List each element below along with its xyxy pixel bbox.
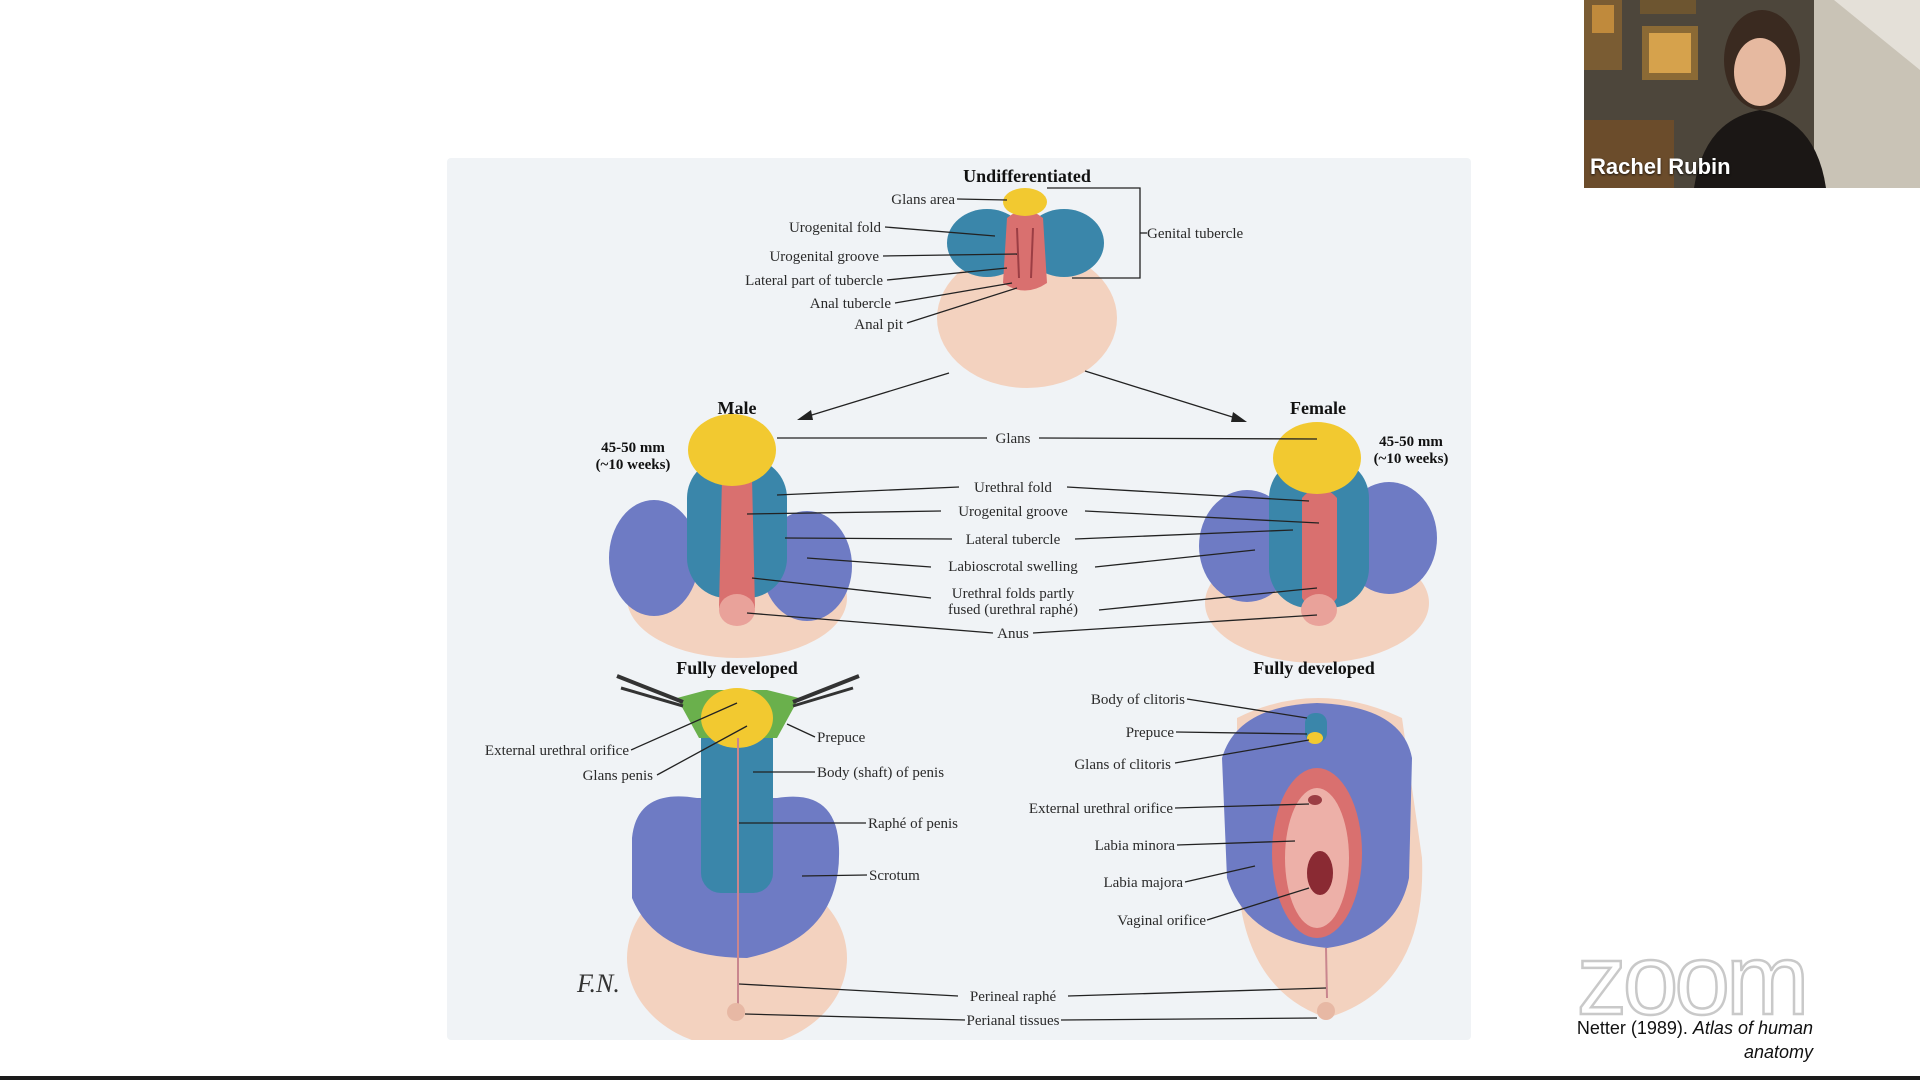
label-prepuce-female: Prepuce [1126, 725, 1175, 741]
male-developed-title: Fully developed [676, 658, 798, 678]
citation-author: Netter (1989). [1576, 1018, 1688, 1038]
label-body-shaft-of-penis: Body (shaft) of penis [817, 765, 944, 781]
figure-illustration: Undifferentiated Glans area Urogenital f… [485, 166, 1449, 1040]
label-lateral-tubercle: Lateral tubercle [966, 532, 1061, 548]
label-prepuce-male: Prepuce [817, 730, 866, 746]
label-external-urethral-orifice-female: External urethral orifice [1029, 801, 1173, 817]
male-10-week-illustration [609, 414, 852, 658]
ten-week-labels: Glans Urethral fold Urogenital groove La… [746, 431, 1320, 642]
zoom-watermark-text: zoom [1577, 940, 1806, 1020]
label-glans: Glans [996, 431, 1031, 447]
label-urethral-fold: Urethral fold [974, 480, 1052, 496]
label-perianal-tissues: Perianal tissues [967, 1013, 1060, 1029]
label-glans-of-clitoris: Glans of clitoris [1074, 757, 1171, 773]
female-size-line2: (~10 weeks) [1374, 451, 1449, 467]
undifferentiated-title: Undifferentiated [963, 166, 1091, 186]
citation-title: Atlas of human anatomy [1692, 1018, 1813, 1062]
embryology-figure: Undifferentiated Glans area Urogenital f… [447, 158, 1471, 1040]
label-anal-pit: Anal pit [854, 317, 904, 333]
male-size-line2: (~10 weeks) [596, 457, 671, 473]
participant-video-tile[interactable]: Rachel Rubin [1584, 0, 1920, 188]
label-external-urethral-orifice-male: External urethral orifice [485, 743, 629, 759]
label-perineal-raphe: Perineal raphé [970, 989, 1057, 1005]
undifferentiated-labels: Glans area Urogenital fold Urogenital gr… [745, 187, 1244, 333]
label-glans-penis: Glans penis [583, 768, 654, 784]
female-developed-illustration [1222, 698, 1423, 1020]
female-developed-labels: Body of clitoris Prepuce Glans of clitor… [1029, 692, 1310, 929]
label-urethral-raphe: fused (urethral raphé) [948, 602, 1078, 618]
zoom-watermark-logo: zoom [1575, 940, 1810, 1020]
male-title: Male [718, 398, 757, 418]
label-urogenital-groove: Urogenital groove [769, 249, 879, 265]
bottom-edge-bar [0, 1076, 1920, 1080]
female-title: Female [1290, 398, 1346, 418]
label-glans-area: Glans area [891, 192, 955, 208]
label-raphe-of-penis: Raphé of penis [868, 816, 958, 832]
label-anus: Anus [997, 626, 1029, 642]
label-scrotum: Scrotum [869, 868, 920, 884]
participant-video-feed [1584, 0, 1920, 188]
figure-citation: Netter (1989). Atlas of human anatomy [1530, 1016, 1813, 1064]
label-urogenital-groove-mid: Urogenital groove [958, 504, 1068, 520]
label-anal-tubercle: Anal tubercle [810, 296, 892, 312]
participant-name-label: Rachel Rubin [1590, 154, 1731, 179]
label-vaginal-orifice: Vaginal orifice [1117, 913, 1206, 929]
label-labia-minora: Labia minora [1095, 838, 1176, 854]
label-urethral-folds-partly: Urethral folds partly [952, 586, 1075, 602]
label-body-of-clitoris: Body of clitoris [1091, 692, 1185, 708]
male-size-line1: 45-50 mm [601, 440, 665, 456]
female-size-line1: 45-50 mm [1379, 434, 1443, 450]
label-lateral-part-of-tubercle: Lateral part of tubercle [745, 273, 883, 289]
undifferentiated-illustration [937, 188, 1117, 388]
label-urogenital-fold: Urogenital fold [789, 220, 882, 236]
male-developed-illustration: F.N. [576, 674, 860, 1040]
artist-signature: F.N. [576, 969, 620, 998]
label-labia-majora: Labia majora [1103, 875, 1183, 891]
label-labioscrotal-swelling: Labioscrotal swelling [948, 559, 1078, 575]
male-developed-labels: External urethral orifice Glans penis Pr… [485, 702, 958, 884]
differentiation-arrows [797, 370, 1247, 422]
perineal-labels: Perineal raphé Perianal tissues [738, 983, 1327, 1029]
label-genital-tubercle: Genital tubercle [1147, 226, 1244, 242]
female-developed-title: Fully developed [1253, 658, 1375, 678]
